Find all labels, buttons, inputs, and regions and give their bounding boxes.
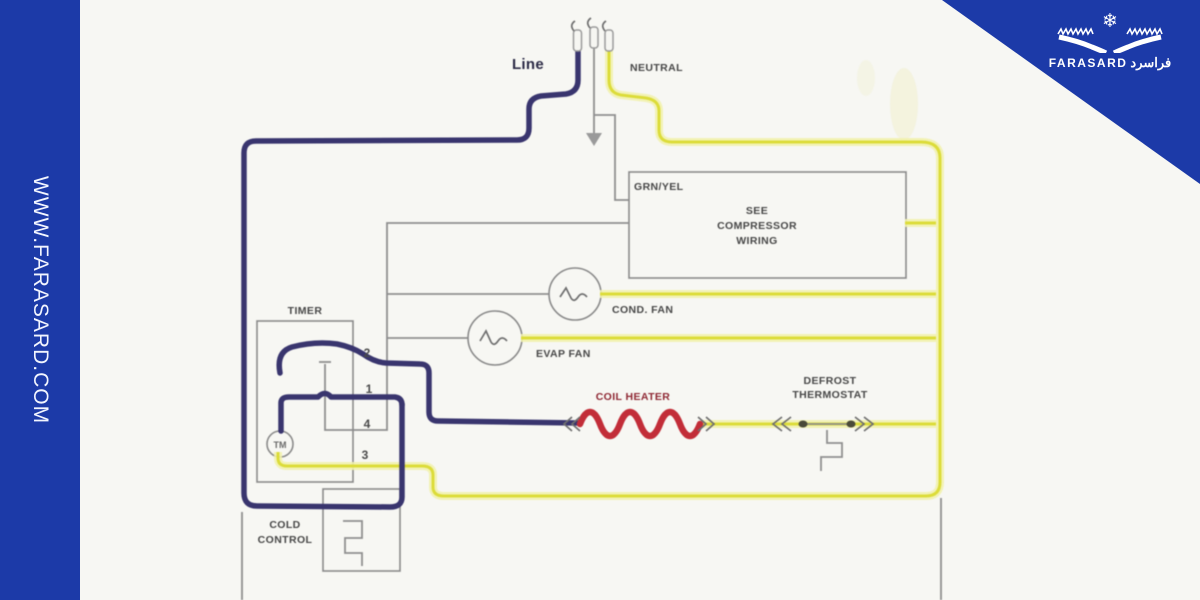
- label-timer: TIMER: [288, 305, 323, 317]
- plug-prong-line: [572, 29, 583, 52]
- cold-control-sensor-icon: [343, 520, 363, 566]
- label-neutral: NEUTRAL: [630, 62, 683, 74]
- thermostat-contact-dot: [798, 420, 808, 428]
- label-cond-fan: COND. FAN: [612, 304, 673, 316]
- label-terminal-1: 1: [366, 382, 373, 396]
- plug-prong-tip: [586, 17, 592, 29]
- timer-box: [256, 320, 354, 483]
- heater-left-connector-icon: [562, 416, 581, 432]
- label-terminal-4: 4: [364, 417, 371, 431]
- grn-yel-wire: [594, 114, 629, 201]
- plug-prong-tip: [601, 20, 607, 32]
- label-see: SEE: [746, 205, 768, 217]
- label-defrost: DEFROST: [804, 375, 857, 387]
- brand-name-persian: فراسرد: [1130, 55, 1172, 70]
- defrost-thermostat-sensor-icon: [820, 430, 843, 471]
- label-terminal-3: 3: [362, 448, 369, 462]
- paper-smudge: [857, 60, 875, 96]
- sidebar: WWW.FARASARD.COM: [0, 0, 80, 600]
- timer-contact-wire: [276, 340, 581, 426]
- brand-logo: ❄ FARASARD فراسرد: [1049, 11, 1172, 71]
- power-plug-prongs: [570, 17, 614, 52]
- plug-prong-tip: [570, 20, 576, 32]
- defrost-heater-coil: [576, 408, 704, 440]
- plug-prong-ground: [589, 26, 599, 49]
- brand-gears-icon: [1057, 27, 1163, 53]
- label-compressor: COMPRESSOR: [717, 220, 797, 232]
- plug-prong-neutral: [604, 29, 614, 52]
- label-evap-fan: EVAP FAN: [536, 348, 591, 360]
- paper-smudge: [890, 68, 918, 140]
- timer-motor-wire: [278, 390, 405, 434]
- label-timer-motor: TM: [274, 440, 287, 450]
- label-thermostat: THERMOSTAT: [792, 389, 868, 401]
- label-line: Line: [512, 56, 544, 73]
- label-coil-heater: COIL HEATER: [596, 391, 671, 403]
- label-cold: COLD: [269, 519, 300, 531]
- ground-symbol-icon: [586, 133, 602, 146]
- label-control: CONTROL: [258, 534, 313, 546]
- thermostat-left-connector-icon: [771, 416, 792, 432]
- thermostat-contact-dot: [846, 420, 856, 428]
- brand-wordmark: FARASARD فراسرد: [1049, 55, 1172, 71]
- brand-name: FARASARD: [1048, 56, 1128, 70]
- cold-control-box: [322, 488, 401, 572]
- line-main-wire: [241, 47, 581, 510]
- label-wiring: WIRING: [736, 235, 777, 247]
- cond-fan-winding-icon: [559, 286, 588, 302]
- sidebar-website-url: WWW.FARASARD.COM: [29, 175, 52, 425]
- heater-right-connector-icon: [697, 416, 716, 432]
- condenser-fan-motor: [548, 267, 602, 321]
- label-terminal-2: 2: [364, 346, 371, 360]
- evaporator-fan-motor: [467, 310, 523, 366]
- evap-fan-winding-icon: [479, 329, 508, 346]
- label-grn-yel: GRN/YEL: [634, 181, 684, 193]
- compressor-to-timer-wire: [324, 222, 629, 431]
- thermostat-right-connector-icon: [854, 416, 875, 432]
- snowflake-icon: ❄: [1102, 11, 1118, 32]
